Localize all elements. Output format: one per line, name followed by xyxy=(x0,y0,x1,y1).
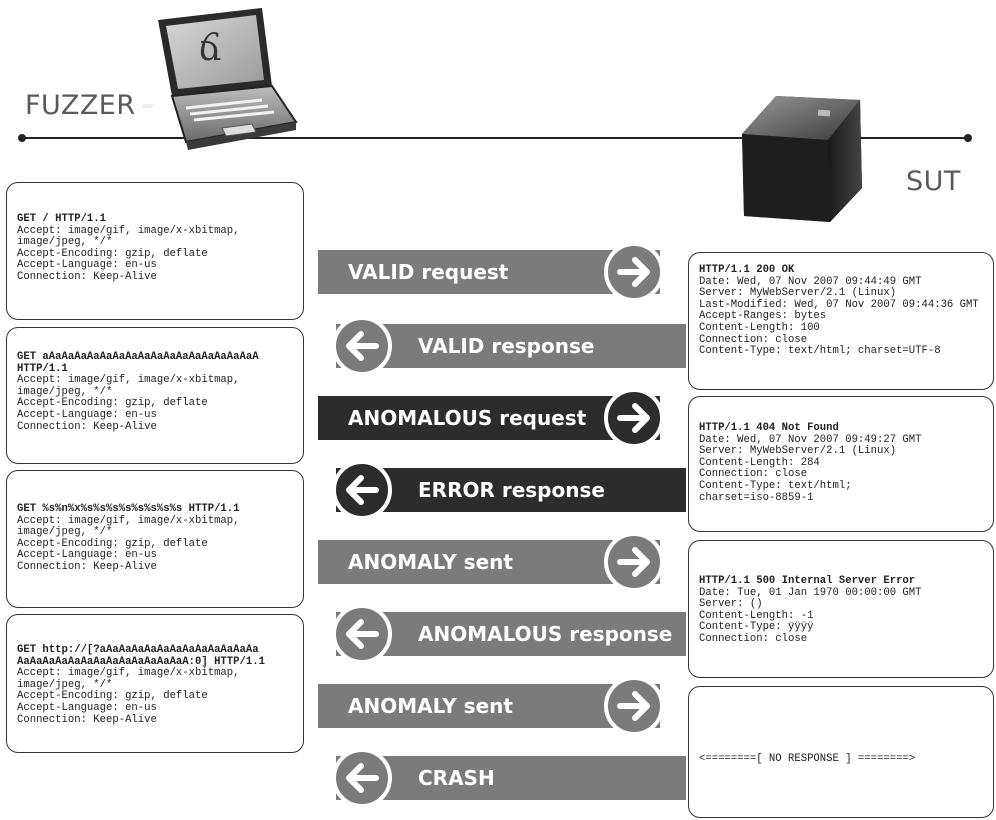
request-headers: Accept: image/gif, image/x-xbitmap, imag… xyxy=(17,224,240,283)
arrow-response-8: CRASH xyxy=(332,748,686,808)
request-line: GET aAaAaAaAaAaAaAaAaAaAaAaAaAaAaAaAaA H… xyxy=(17,351,259,375)
response-box-2: HTTP/1.1 404 Not Found Date: Wed, 07 Nov… xyxy=(688,396,994,532)
response-line: HTTP/1.1 500 Internal Server Error xyxy=(699,575,916,587)
request-headers: Accept: image/gif, image/x-xbitmap, imag… xyxy=(17,667,240,726)
no-response-text: <========[ NO RESPONSE ] ========> xyxy=(699,753,916,765)
arrow-response-6: ANOMALOUS response xyxy=(332,604,686,664)
sut-label: SUT xyxy=(906,166,961,197)
arrow-left-icon xyxy=(332,316,392,376)
request-box-4: GET http://[?aAaAaAaAaAaAaAaAaAaAaAaAa A… xyxy=(6,614,304,753)
arrow-label: ERROR response xyxy=(418,478,605,502)
arrow-left-icon xyxy=(332,748,392,808)
request-box-3: GET %s%n%x%s%s%s%s%s%s%s%s HTTP/1.1 Acce… xyxy=(6,470,304,608)
arrow-response-2: VALID response xyxy=(332,316,686,376)
arrow-right-icon xyxy=(604,532,664,592)
arrow-request-7: ANOMALY sent xyxy=(318,676,664,736)
response-box-4: <========[ NO RESPONSE ] ========> xyxy=(688,686,994,818)
arrow-right-icon xyxy=(604,388,664,448)
arrow-label: ANOMALOUS response xyxy=(418,622,673,646)
request-box-2: GET aAaAaAaAaAaAaAaAaAaAaAaAaAaAaAaAaA H… xyxy=(6,327,304,464)
request-line: GET / HTTP/1.1 xyxy=(17,213,107,225)
arrow-request-3: ANOMALOUS request xyxy=(318,388,664,448)
arrow-label: ANOMALOUS request xyxy=(348,406,587,430)
response-box-1: HTTP/1.1 200 OK Date: Wed, 07 Nov 2007 0… xyxy=(688,252,994,390)
arrow-left-icon xyxy=(332,604,392,664)
arrow-left-icon xyxy=(332,460,392,520)
fuzzer-label: FUZZER xyxy=(25,90,136,121)
response-headers: Date: Tue, 01 Jan 1970 00:00:00 GMT Serv… xyxy=(699,586,922,645)
response-box-3: HTTP/1.1 500 Internal Server Error Date:… xyxy=(688,540,994,678)
laptop-screen-glyph: ճ xyxy=(198,28,222,69)
request-headers: Accept: image/gif, image/x-xbitmap, imag… xyxy=(17,374,240,433)
response-line: HTTP/1.1 404 Not Found xyxy=(699,422,839,434)
arrow-request-1: VALID request xyxy=(318,242,664,302)
arrow-right-icon xyxy=(604,242,664,302)
request-box-1: GET / HTTP/1.1 Accept: image/gif, image/… xyxy=(6,182,304,320)
arrow-right-icon xyxy=(604,676,664,736)
arrow-label: CRASH xyxy=(418,766,495,790)
arrow-label: ANOMALY sent xyxy=(348,550,513,574)
request-line: GET http://[?aAaAaAaAaAaAaAaAaAaAaAaAa A… xyxy=(17,644,265,668)
arrow-label: VALID request xyxy=(348,260,509,284)
request-line: GET %s%n%x%s%s%s%s%s%s%s%s HTTP/1.1 xyxy=(17,503,240,515)
response-headers: Date: Wed, 07 Nov 2007 09:44:49 GMT Serv… xyxy=(699,275,979,358)
arrow-response-4: ERROR response xyxy=(332,460,686,520)
arrow-label: ANOMALY sent xyxy=(348,694,513,718)
response-headers: Date: Wed, 07 Nov 2007 09:49:27 GMT Serv… xyxy=(699,433,922,504)
request-headers: Accept: image/gif, image/x-xbitmap, imag… xyxy=(17,514,240,573)
arrow-label: VALID response xyxy=(418,334,595,358)
response-line: HTTP/1.1 200 OK xyxy=(699,264,795,276)
arrow-request-5: ANOMALY sent xyxy=(318,532,664,592)
